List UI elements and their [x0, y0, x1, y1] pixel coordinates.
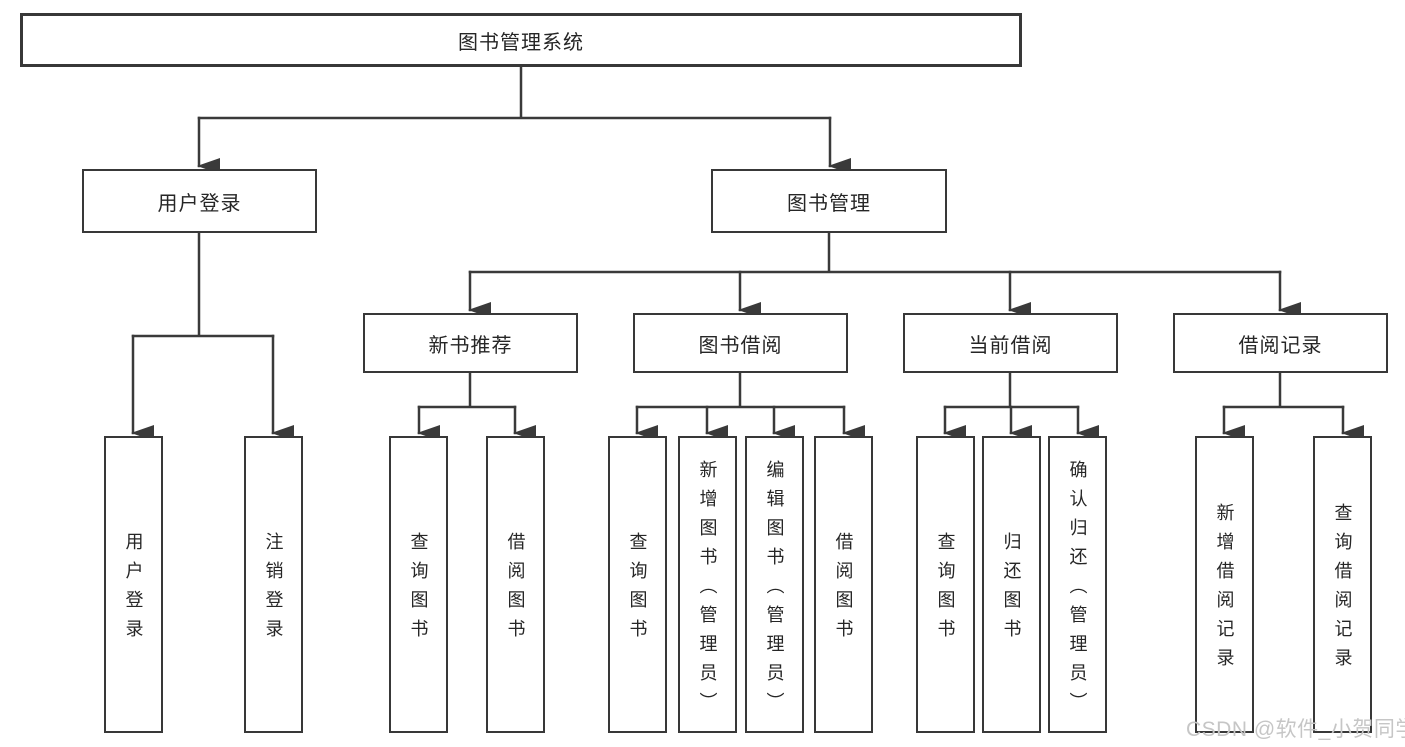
leaf-label: 新增借阅记录 — [1214, 503, 1235, 677]
leaf-label: 用户登录 — [123, 532, 144, 648]
leaf-current-confirm-return-admin: 确认归还（管理员） — [1048, 436, 1107, 733]
leaf-logout-login: 注销登录 — [244, 436, 303, 733]
leaf-label: 查询借阅记录 — [1332, 503, 1353, 677]
node-book-management: 图书管理 — [711, 169, 947, 233]
tree-edges — [131, 65, 1364, 441]
node-label: 用户登录 — [157, 192, 242, 215]
node-root-library-management-system: 图书管理系统 — [20, 13, 1022, 67]
leaf-label: 借阅图书 — [833, 532, 854, 648]
node-current-borrowing: 当前借阅 — [903, 313, 1118, 373]
leaf-label: 确认归还（管理员） — [1067, 459, 1088, 721]
leaf-recommend-query-books: 查询图书 — [389, 436, 448, 733]
leaf-label: 编辑图书（管理员） — [764, 459, 785, 721]
node-label: 借阅记录 — [1238, 334, 1323, 357]
node-user-login: 用户登录 — [82, 169, 317, 233]
leaf-borrowing-edit-books-admin: 编辑图书（管理员） — [745, 436, 804, 733]
leaf-label: 新增图书（管理员） — [697, 459, 718, 721]
leaf-borrowing-borrow-books: 借阅图书 — [814, 436, 873, 733]
node-label: 图书管理系统 — [458, 31, 584, 54]
csdn-watermark: CSDN @软件_小贺同学 — [1186, 718, 1405, 741]
node-label: 新书推荐 — [428, 334, 513, 357]
node-new-book-recommend: 新书推荐 — [363, 313, 578, 373]
leaf-current-return-books: 归还图书 — [982, 436, 1041, 733]
leaf-label: 注销登录 — [263, 532, 284, 648]
leaf-records-query-borrow-record: 查询借阅记录 — [1313, 436, 1372, 733]
leaf-user-login: 用户登录 — [104, 436, 163, 733]
node-borrowing-records: 借阅记录 — [1173, 313, 1388, 373]
leaf-label: 查询图书 — [627, 532, 648, 648]
leaf-label: 查询图书 — [408, 532, 429, 648]
leaf-label: 借阅图书 — [505, 532, 526, 648]
node-label: 图书管理 — [787, 192, 871, 215]
node-book-borrowing: 图书借阅 — [633, 313, 848, 373]
node-label: 当前借阅 — [968, 334, 1053, 357]
leaf-recommend-borrow-books: 借阅图书 — [486, 436, 545, 733]
leaf-label: 归还图书 — [1001, 532, 1022, 648]
leaf-records-add-borrow-record: 新增借阅记录 — [1195, 436, 1254, 733]
leaf-borrowing-add-books-admin: 新增图书（管理员） — [678, 436, 737, 733]
leaf-current-query-books: 查询图书 — [916, 436, 975, 733]
leaf-borrowing-query-books: 查询图书 — [608, 436, 667, 733]
node-label: 图书借阅 — [698, 334, 783, 357]
leaf-label: 查询图书 — [935, 532, 956, 648]
